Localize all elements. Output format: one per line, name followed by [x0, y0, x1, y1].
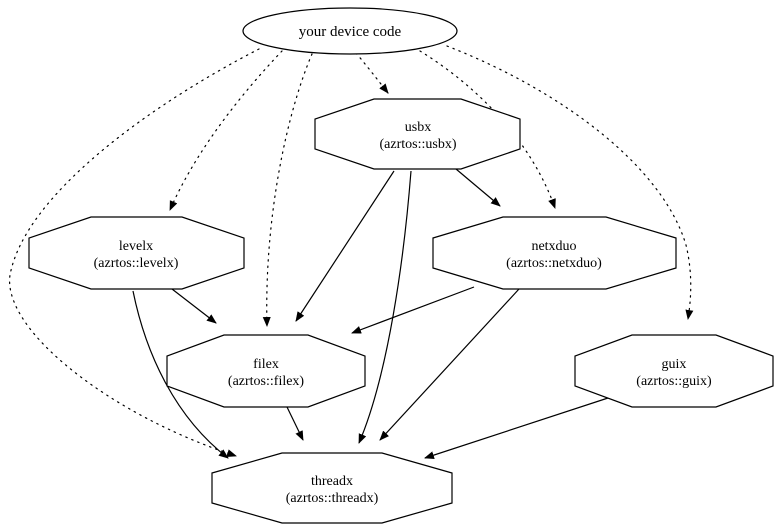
filex-octagon-shape	[166, 334, 366, 408]
edge-device-usbx	[355, 52, 389, 94]
guix-octagon-shape	[574, 334, 774, 408]
threadx-octagon-shape	[211, 452, 453, 524]
filex-label: filex	[253, 357, 279, 372]
edge-layer	[9, 45, 694, 459]
device-ellipse-shape	[242, 7, 458, 55]
edge-device-filex	[262, 53, 313, 327]
edge-usbx-filex	[295, 170, 395, 322]
node-netxduo: netxduo (azrtos::netxduo)	[432, 216, 677, 290]
filex-sublabel: (azrtos::filex)	[228, 374, 305, 389]
netxduo-octagon-shape	[432, 216, 677, 290]
levelx-octagon-shape	[28, 216, 245, 290]
edge-device-levelx	[169, 50, 283, 211]
edge-netxduo-filex	[351, 286, 475, 334]
usbx-octagon-shape	[314, 98, 521, 170]
netxduo-sublabel: (azrtos::netxduo)	[506, 256, 602, 271]
node-guix: guix (azrtos::guix)	[574, 334, 774, 408]
guix-label: guix	[662, 357, 687, 372]
edge-guix-threadx	[424, 397, 609, 459]
device-label: your device code	[299, 24, 402, 40]
node-filex: filex (azrtos::filex)	[166, 334, 366, 408]
edge-device-guix	[446, 45, 694, 320]
threadx-sublabel: (azrtos::threadx)	[286, 491, 379, 506]
node-threadx: threadx (azrtos::threadx)	[211, 452, 453, 524]
edge-levelx-filex	[171, 288, 217, 324]
node-device: your device code	[242, 7, 458, 55]
edge-usbx-netxduo	[455, 168, 501, 207]
threadx-label: threadx	[311, 474, 353, 489]
guix-sublabel: (azrtos::guix)	[636, 374, 712, 389]
levelx-sublabel: (azrtos::levelx)	[94, 256, 179, 271]
usbx-sublabel: (azrtos::usbx)	[380, 137, 457, 152]
levelx-label: levelx	[119, 239, 153, 254]
node-usbx: usbx (azrtos::usbx)	[314, 98, 521, 170]
edge-levelx-threadx	[132, 290, 229, 459]
edge-device-netxduo	[419, 50, 556, 209]
usbx-label: usbx	[405, 120, 431, 135]
node-levelx: levelx (azrtos::levelx)	[28, 216, 245, 290]
edge-netxduo-threadx	[379, 288, 520, 441]
edge-usbx-threadx	[358, 170, 412, 444]
edge-filex-threadx	[286, 406, 304, 441]
netxduo-label: netxduo	[531, 239, 576, 254]
edge-device-threadx	[9, 48, 260, 458]
